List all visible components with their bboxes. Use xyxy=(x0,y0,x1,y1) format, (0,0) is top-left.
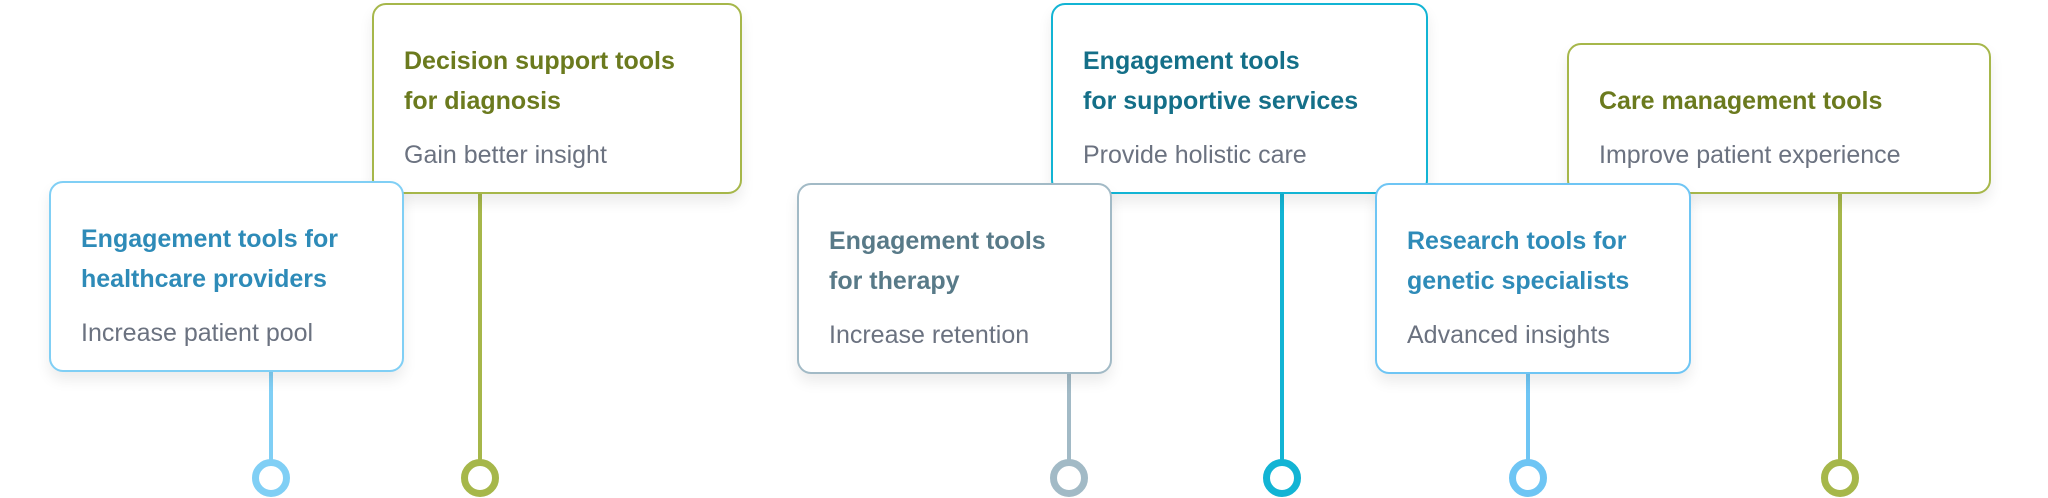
timeline-node xyxy=(1821,459,1859,497)
timeline-node xyxy=(1263,459,1301,497)
card-subtitle: Increase patient pool xyxy=(81,319,314,347)
timeline-node xyxy=(1050,459,1088,497)
card-healthcare-providers: Engagement tools for healthcare providers… xyxy=(49,181,404,372)
card-subtitle: Advanced insights xyxy=(1407,321,1610,349)
connector-line xyxy=(1838,190,1842,460)
card-subtitle: Provide holistic care xyxy=(1083,141,1307,169)
card-title-line: genetic specialists xyxy=(1407,267,1630,295)
connector-line xyxy=(478,190,482,460)
card-title: Engagement tools for supportive services xyxy=(1083,41,1396,121)
card-genetic-specialists: Research tools for genetic specialists Ad… xyxy=(1375,183,1691,374)
card-title-line: Engagement tools for xyxy=(81,225,338,253)
card-title: Engagement tools for healthcare providers xyxy=(81,219,372,299)
connector-line xyxy=(269,370,273,460)
connector-line xyxy=(1067,370,1071,460)
card-title: Care management tools xyxy=(1599,81,1959,121)
timeline-node xyxy=(252,459,290,497)
card-title: Engagement tools for therapy xyxy=(829,221,1080,301)
card-therapy: Engagement tools for therapy Increase ret… xyxy=(797,183,1112,374)
card-subtitle: Gain better insight xyxy=(404,141,607,169)
card-title-line: Decision support tools xyxy=(404,47,675,75)
card-decision-support: Decision support tools for diagnosis Gain… xyxy=(372,3,742,194)
connector-line xyxy=(1526,370,1530,460)
card-care-management: Care management tools Improve patient ex… xyxy=(1567,43,1991,194)
card-title-line: Care management tools xyxy=(1599,87,1883,115)
card-title-line: Engagement tools xyxy=(1083,47,1300,75)
card-title-line: healthcare providers xyxy=(81,265,327,293)
card-subtitle: Increase retention xyxy=(829,321,1030,349)
timeline-node xyxy=(461,459,499,497)
card-title-line: Engagement tools xyxy=(829,227,1046,255)
card-title-line: for diagnosis xyxy=(404,87,561,115)
card-subtitle: Improve patient experience xyxy=(1599,141,1901,169)
connector-line xyxy=(1280,190,1284,460)
card-title: Research tools for genetic specialists xyxy=(1407,221,1659,301)
card-title-line: Research tools for xyxy=(1407,227,1627,255)
card-title-line: for supportive services xyxy=(1083,87,1359,115)
card-title: Decision support tools for diagnosis xyxy=(404,41,710,121)
timeline-node xyxy=(1509,459,1547,497)
card-title-line: for therapy xyxy=(829,267,960,295)
